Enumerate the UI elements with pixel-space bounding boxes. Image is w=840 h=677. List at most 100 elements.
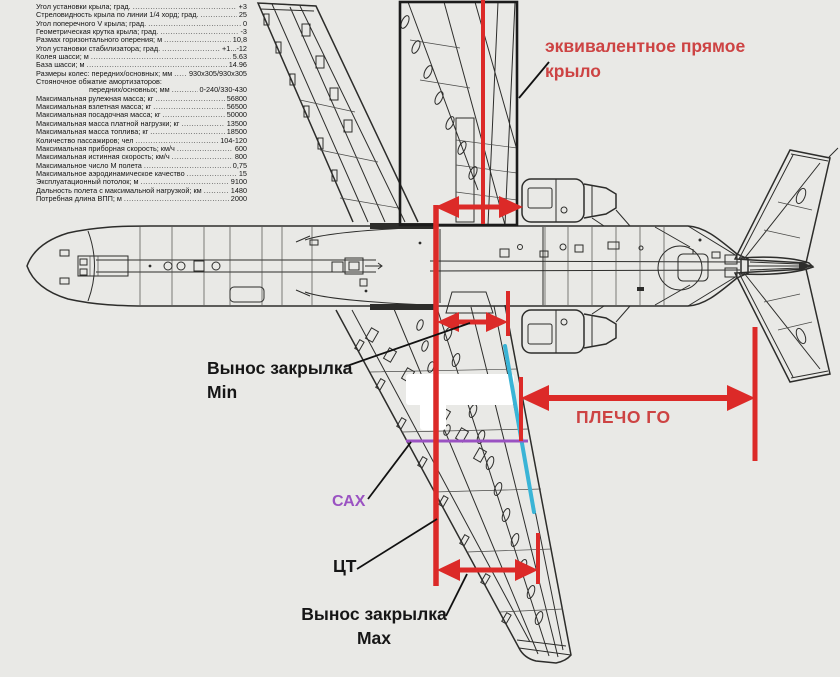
spec-value: 56800 [226, 93, 247, 103]
label-flap-extension-min-line2: Min [207, 382, 238, 402]
tail-arm-arrow [519, 327, 758, 461]
tail [657, 147, 839, 383]
spec-row: Максимальная масса платной нагрузки; кг … [36, 118, 247, 128]
spec-label: Размеры колес: передних/основных; мм [36, 68, 173, 78]
spec-row: Максимальная посадочная масса; кг 50000 [36, 110, 247, 120]
engine-nacelles [521, 178, 634, 354]
spec-label: Колея шасси; м [36, 52, 89, 62]
spec-row: Потребная длина ВПП; м 2000 [36, 193, 247, 203]
spec-value: 10,8 [232, 35, 247, 45]
dot-leader [200, 11, 236, 19]
spec-label: Максимальное число М полета [36, 160, 142, 170]
spec-value: 0,75 [232, 160, 247, 170]
spec-value: 9100 [230, 177, 247, 187]
dot-leader [153, 103, 224, 111]
dot-leader [177, 145, 233, 153]
leader-lines [343, 61, 550, 617]
spec-value: 104-120 [220, 135, 247, 145]
equivalent-wing-box [398, 0, 519, 227]
spec-row: Максимальное число М полета 0,75 [36, 160, 247, 170]
spec-value: 25 [238, 10, 247, 20]
spec-label: передних/основных; мм [89, 85, 170, 95]
dot-leader [172, 86, 198, 94]
dot-leader [160, 28, 238, 36]
dot-leader [148, 20, 241, 28]
dot-leader [174, 70, 187, 78]
spec-row: База шасси; м 14.96 [36, 60, 247, 70]
spec-label: Эксплуатационный потолок; м [36, 177, 139, 187]
label-cg: ЦТ [333, 556, 357, 576]
spec-value: 800 [234, 152, 247, 162]
spec-value: 13500 [226, 118, 247, 128]
spec-label: Максимальная масса топлива; кг [36, 127, 149, 137]
spec-label: Максимальная рулежная масса; кг [36, 93, 154, 103]
spec-table: Угол установки крыла; град. +3 Стреловид… [36, 2, 248, 203]
spec-row: Максимальная рулежная масса; кг 56800 [36, 93, 247, 103]
label-flap-extension-max: Вынос закрылка Max [298, 602, 450, 650]
spec-value: +1...-12 [222, 43, 247, 53]
upper-wing [256, 1, 518, 226]
dot-leader [181, 120, 224, 128]
label-tail-arm: ПЛЕЧО ГО [576, 407, 671, 427]
spec-label: Угол установки крыла; град. [36, 2, 131, 11]
dot-leader [204, 187, 229, 195]
spec-label: Угол установки стабилизатора; град. [36, 43, 161, 53]
spec-row: Количество пассажиров; чел 104-120 [36, 135, 247, 145]
spec-row: Эксплуатационный потолок; м 9100 [36, 177, 247, 187]
spec-row: Стояночное обжатие амортизаторов: [36, 77, 247, 87]
spec-label: Размах горизонтального оперения; м [36, 35, 163, 45]
spec-label: Потребная длина ВПП; м [36, 193, 122, 203]
label-mac: САХ [332, 493, 366, 510]
spec-row: Максимальная приборная скорость; км/ч 60… [36, 143, 247, 153]
dot-leader [91, 53, 231, 61]
spec-label: База шасси; м [36, 60, 85, 70]
whiteout-patch [406, 374, 514, 430]
spec-label: Количество пассажиров; чел [36, 135, 134, 145]
dot-leader [162, 45, 220, 53]
spec-value: 56500 [226, 102, 247, 112]
spec-row: Угол поперечного V крыла; град. 0 [36, 18, 247, 28]
spec-row: Размеры колес: передних/основных; мм 930… [36, 68, 247, 78]
spec-value: 2000 [230, 193, 247, 203]
dot-leader [164, 36, 231, 44]
spec-row: Дальность полета с максимальной нагрузко… [36, 185, 247, 195]
spec-row: Размах горизонтального оперения; м 10,8 [36, 35, 247, 45]
spec-value: 18500 [226, 127, 247, 137]
spec-label: Стреловидность крыла по линии 1/4 хорд; … [36, 10, 199, 20]
label-flap-extension-max-line2: Max [356, 628, 392, 648]
spec-label: Стояночное обжатие амортизаторов: [36, 77, 162, 87]
spec-value: -3 [240, 27, 248, 37]
spec-row: Колея шасси; м 5.63 [36, 52, 247, 62]
spec-label: Дальность полета с максимальной нагрузко… [36, 185, 202, 195]
spec-value: 600 [234, 143, 247, 153]
dot-leader [155, 95, 224, 103]
spec-value: 0 [242, 18, 247, 28]
flap-min-arrow [437, 291, 510, 336]
spec-value: 0-240/330-430 [199, 85, 247, 95]
label-equivalent-straight-wing: эквивалентное прямое крыло [545, 36, 746, 81]
spec-value: 1480 [230, 185, 247, 195]
spec-row: передних/основных; мм 0-240/330-430 [36, 85, 247, 95]
label-flap-extension-min-line1: Вынос закрылка [207, 358, 353, 378]
spec-row: Угол установки крыла; град. +3 [36, 2, 247, 11]
engine-distance-arrow [435, 196, 523, 218]
dot-leader [172, 153, 233, 161]
spec-value: 930x305/930x305 [188, 68, 247, 78]
spec-label: Максимальная масса платной нагрузки; кг [36, 118, 180, 128]
spec-row: Максимальное аэродинамическое качество 1… [36, 168, 247, 178]
spec-label: Максимальная взлетная масса; кг [36, 102, 152, 112]
fuselage [26, 223, 749, 310]
spec-label: Максимальное аэродинамическое качество [36, 168, 185, 178]
label-flap-extension-max-line1: Вынос закрылка [301, 604, 447, 624]
spec-value: +3 [238, 2, 247, 11]
label-flap-extension-min: Вынос закрылка Min [207, 356, 352, 404]
spec-label: Угол поперечного V крыла; град. [36, 18, 147, 28]
spec-row: Геометрическая крутка крыла; град. -3 [36, 27, 248, 37]
spec-value: 15 [238, 168, 247, 178]
spec-label: Максимальная приборная скорость; км/ч [36, 143, 175, 153]
spec-label: Максимальная посадочная масса; кг [36, 110, 161, 120]
spec-value: 5.63 [232, 52, 247, 62]
spec-value: 50000 [226, 110, 247, 120]
